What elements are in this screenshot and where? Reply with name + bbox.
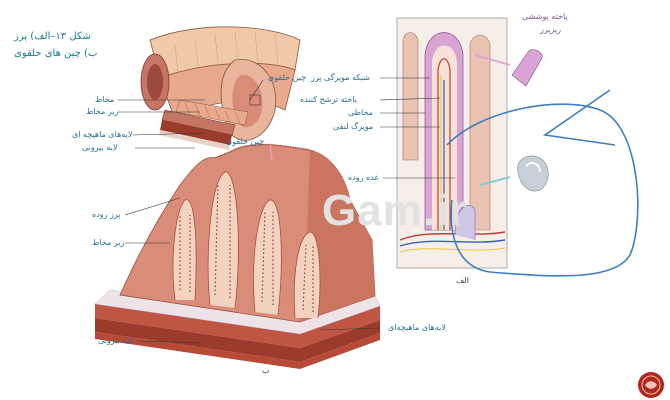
label-secretory-cells: یاخته ترشح کننده	[300, 95, 357, 104]
panel-letter-a: الف	[456, 276, 469, 285]
label-villus: پرز روده	[92, 210, 121, 219]
hand-drawn-circle	[446, 103, 639, 277]
hand-drawn-arrow	[542, 89, 616, 146]
arrow-to-cell	[479, 176, 511, 186]
figure-caption-line1: شکل ۱۳–الف) پرز	[14, 31, 91, 42]
watermark: Gam.ir	[322, 186, 468, 235]
red-circle-logo-icon	[638, 372, 664, 398]
label-lacteal: مویرگ لنفی	[333, 122, 374, 131]
figure-caption-line2: ب) چین های حلقوی	[14, 48, 98, 59]
label-capillary-network: شبکه مویرگی پرز	[311, 73, 370, 82]
arrow-to-microvillus	[474, 54, 511, 66]
label-epithelial-cell: یاخته پوششی	[522, 12, 568, 21]
label-intestinal-gland: غده روده	[348, 173, 379, 182]
label-muscle-layers-left: لایه‌های ماهیچه ای	[72, 130, 133, 139]
label-mucosa: مخاط	[95, 95, 115, 104]
label-submucosa: زیر مخاط	[86, 107, 119, 116]
label-mucus: مخاطی	[348, 108, 373, 117]
label-submucosa-bottom: زیر مخاط	[92, 238, 125, 247]
label-plica-top: چین حلقوی	[268, 73, 307, 82]
label-plica-mid: چین حلقوی	[226, 137, 265, 146]
panel-letter-b: ب	[262, 366, 270, 375]
label-muscle-layers-bottom: لایه‌های ماهیچه‌ای	[388, 323, 446, 332]
label-serosa-left: لایه بیرونی	[82, 143, 118, 152]
arrow-to-block	[269, 144, 273, 161]
plica-block-illustration	[94, 143, 381, 369]
label-serosa-bottom: لایه بیرونی	[98, 336, 134, 345]
leader-lines	[118, 77, 455, 344]
microvillus-icon	[511, 49, 543, 87]
epithelial-cell-icon	[517, 155, 549, 192]
label-microvilli: ریزپرز	[540, 25, 562, 34]
intestine-tube-illustration	[140, 26, 301, 150]
